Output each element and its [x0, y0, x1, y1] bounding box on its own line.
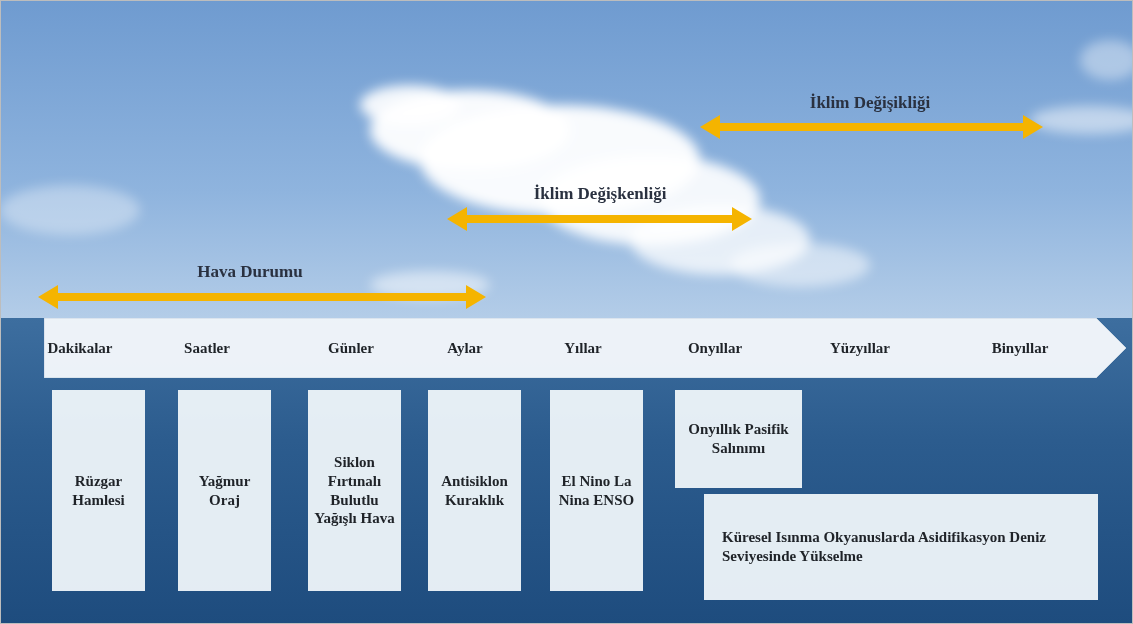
- time-scale-label: Saatler: [184, 340, 230, 357]
- time-scale-label: Onyıllar: [688, 340, 742, 357]
- phenomenon-box: Onyıllık Pasifik Salınımı: [675, 390, 802, 488]
- time-scale-label: Dakikalar: [47, 340, 112, 357]
- phenomenon-text: Antisiklon Kuraklık: [434, 472, 515, 510]
- phenomenon-text: Yağmur Oraj: [184, 472, 265, 510]
- time-scale-label: Aylar: [447, 340, 483, 357]
- phenomenon-box: Yağmur Oraj: [178, 390, 271, 591]
- time-scale-label: Binyıllar: [992, 340, 1049, 357]
- phenomenon-box: Antisiklon Kuraklık: [428, 390, 521, 591]
- time-scale-label: Yıllar: [564, 340, 602, 357]
- phenomenon-box: Siklon Fırtınalı Bulutlu Yağışlı Hava: [308, 390, 401, 591]
- range-label: İklim Değişkenliği: [534, 184, 667, 204]
- time-scale-label: Yüzyıllar: [830, 340, 890, 357]
- range-label: Hava Durumu: [197, 262, 302, 282]
- phenomenon-text: Rüzgar Hamlesi: [58, 472, 139, 510]
- range-arrows: [38, 115, 1043, 309]
- timeline-arrow: Dakikalar Saatler Günler Aylar Yıllar Onyılla…: [44, 318, 1126, 378]
- time-scale-label: Günler: [328, 340, 374, 357]
- phenomenon-box: Rüzgar Hamlesi: [52, 390, 145, 591]
- phenomenon-text: Onyıllık Pasifik Salınımı: [681, 420, 796, 458]
- phenomenon-box: El Nino La Nina ENSO: [550, 390, 643, 591]
- range-label: İklim Değişikliği: [810, 93, 930, 113]
- phenomenon-text: El Nino La Nina ENSO: [556, 472, 637, 510]
- phenomenon-box: Küresel Isınma Okyanuslarda Asidifikasyo…: [704, 494, 1098, 600]
- phenomenon-text: Siklon Fırtınalı Bulutlu Yağışlı Hava: [314, 453, 395, 528]
- phenomenon-text: Küresel Isınma Okyanuslarda Asidifikasyo…: [722, 528, 1092, 566]
